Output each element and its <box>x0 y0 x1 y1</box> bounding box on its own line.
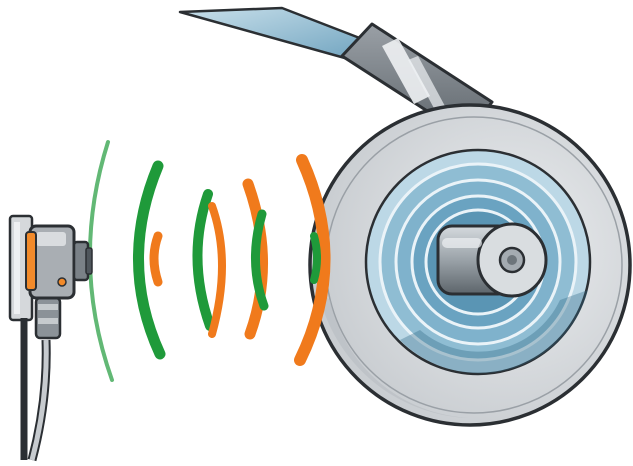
tape-reel-icon <box>310 105 630 425</box>
sound-wave-icon <box>90 142 325 380</box>
wave-arc <box>197 194 210 326</box>
wave-arc <box>154 236 158 282</box>
ultrasonic-sensor-icon <box>10 216 92 460</box>
wave-arc <box>212 206 222 334</box>
reel-hub <box>438 224 546 296</box>
wave-arc <box>314 236 317 280</box>
wave-arc <box>90 142 112 380</box>
